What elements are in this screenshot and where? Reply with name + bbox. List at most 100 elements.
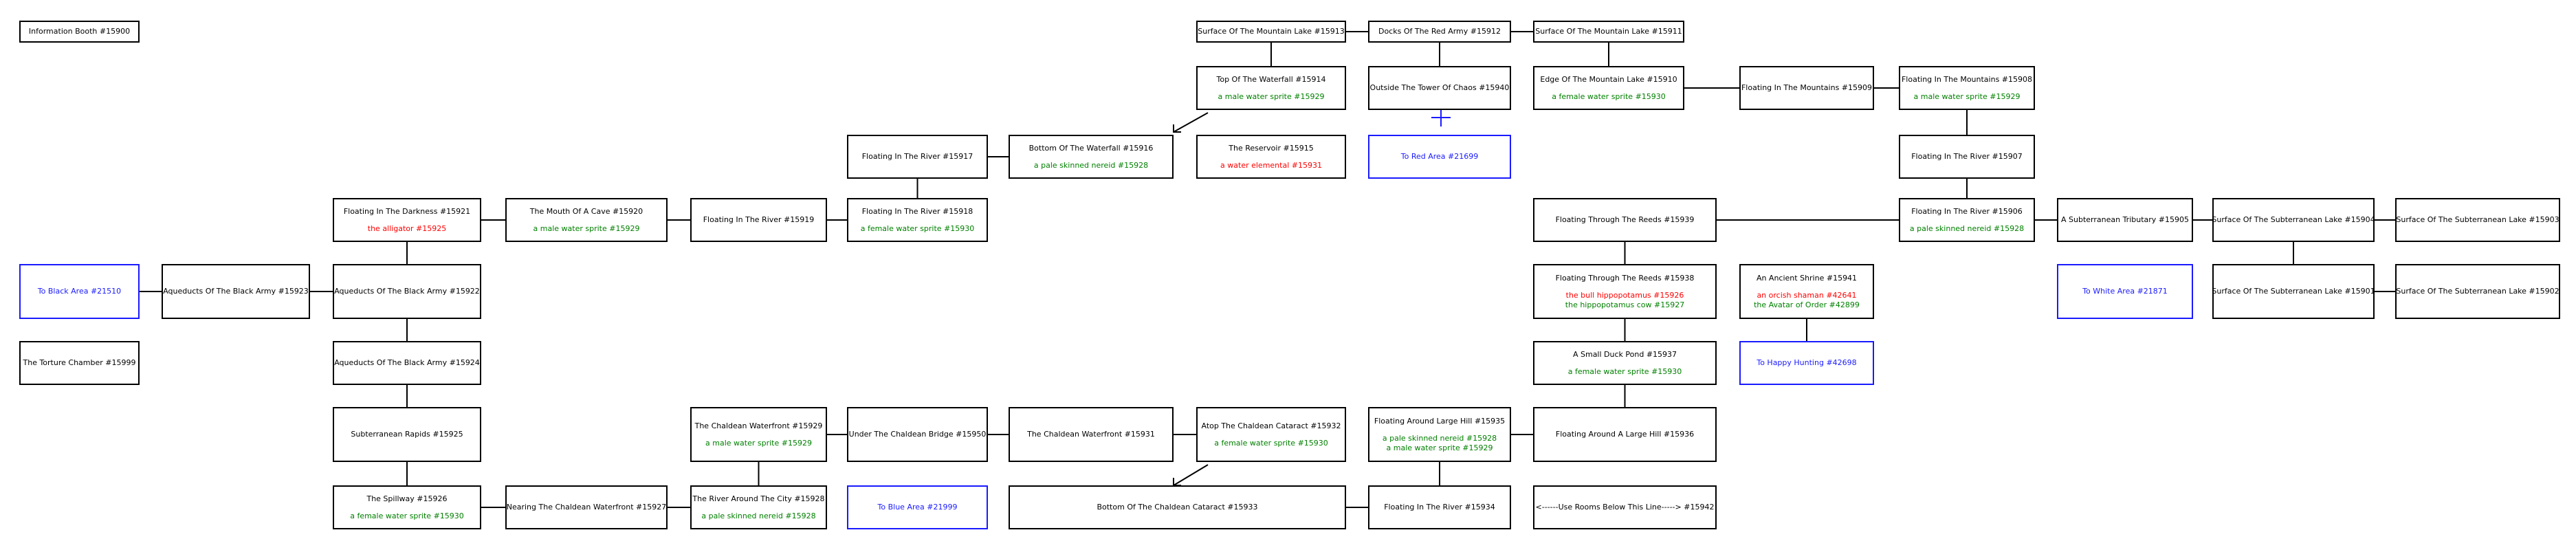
room-r15904[interactable]: Surface Of The Subterranean Lake #15904: [2212, 198, 2375, 242]
room-r15912[interactable]: Docks Of The Red Army #15912: [1368, 21, 1511, 43]
friendly-npc: a male water sprite #15929: [1913, 91, 2021, 101]
room-r15906[interactable]: Floating In The River #15906 a pale skinn…: [1899, 198, 2035, 242]
room-r15950[interactable]: Under The Chaldean Bridge #15950: [847, 407, 988, 462]
room-r15903[interactable]: Surface Of The Subterranean Lake #15903: [2395, 198, 2560, 242]
room-r15909[interactable]: Floating In The Mountains #15909: [1739, 66, 1874, 110]
area-link-black21510[interactable]: To Black Area #21510: [19, 264, 140, 319]
room-r15919[interactable]: Floating In The River #15919: [690, 198, 827, 242]
room-name: Floating In The River #15918: [861, 206, 973, 216]
room-name: Surface Of The Subterranean Lake #15904: [2212, 215, 2375, 224]
room-npc-list: a female water sprite #15930: [861, 224, 975, 234]
room-name: Atop The Chaldean Cataract #15932: [1201, 421, 1341, 430]
room-r15907[interactable]: Floating In The River #15907: [1899, 135, 2035, 179]
room-name: Floating In The Mountains #15908: [1901, 74, 2033, 84]
room-r15911[interactable]: Surface Of The Mountain Lake #15911: [1533, 21, 1684, 43]
room-name: An Ancient Shrine #15941: [1756, 273, 1858, 283]
room-r15918[interactable]: Floating In The River #15918 a female wat…: [847, 198, 988, 242]
room-r15942[interactable]: <------Use Rooms Below This Line-----> #…: [1533, 485, 1717, 529]
friendly-npc: the Avatar of Order #42899: [1754, 300, 1860, 309]
room-name: Floating Around Large Hill #15935: [1374, 416, 1506, 426]
room-name: Floating Around A Large Hill #15936: [1555, 430, 1695, 439]
room-r15938[interactable]: Floating Through The Reeds #15938 the bul…: [1533, 264, 1717, 319]
room-npc-list: a male water sprite #15929: [1218, 92, 1325, 102]
friendly-npc: a male water sprite #15929: [1386, 443, 1493, 452]
area-link-white21871[interactable]: To White Area #21871: [2057, 264, 2193, 319]
room-r15934[interactable]: Floating In The River #15934: [1368, 485, 1511, 529]
room-npc-list: a male water sprite #15929: [533, 224, 640, 234]
room-name: Floating In The River #15906: [1911, 206, 2023, 216]
room-r15920[interactable]: The Mouth Of A Cave #15920 a male water s…: [505, 198, 668, 242]
area-link-red21699[interactable]: To Red Area #21699: [1368, 135, 1511, 179]
room-r15941[interactable]: An Ancient Shrine #15941 an orcish shaman…: [1739, 264, 1874, 319]
room-r15902[interactable]: Surface Of The Subterranean Lake #15902: [2395, 264, 2560, 319]
room-name: Surface Of The Subterranean Lake #15903: [2396, 215, 2560, 224]
area-link-hunting42698[interactable]: To Happy Hunting #42698: [1739, 341, 1874, 385]
room-name: The Mouth Of A Cave #15920: [529, 206, 643, 216]
room-npc-list: a male water sprite #15929: [1914, 92, 2021, 102]
hostile-npc: the bull hippopotamus #15926: [1565, 290, 1684, 300]
room-name: Floating Through The Reeds #15938: [1555, 273, 1695, 283]
room-r15939[interactable]: Floating Through The Reeds #15939: [1533, 198, 1717, 242]
room-name: Subterranean Rapids #15925: [351, 430, 463, 439]
room-r15933[interactable]: Bottom Of The Chaldean Cataract #15933: [1009, 485, 1346, 529]
room-name: Docks Of The Red Army #15912: [1378, 27, 1501, 36]
room-name: Under The Chaldean Bridge #15950: [848, 430, 987, 439]
room-r15900[interactable]: Information Booth #15900: [19, 21, 140, 43]
room-r15940[interactable]: Outside The Tower Of Chaos #15940: [1368, 66, 1511, 110]
hostile-npc: the alligator #15925: [367, 223, 447, 233]
room-r15937[interactable]: A Small Duck Pond #15937 a female water s…: [1533, 341, 1717, 385]
room-name: Top Of The Waterfall #15914: [1216, 74, 1326, 84]
room-r15931[interactable]: The Chaldean Waterfront #15931: [1009, 407, 1174, 462]
room-r15927[interactable]: Nearing The Chaldean Waterfront #15927: [505, 485, 668, 529]
room-r15924[interactable]: Aqueducts Of The Black Army #15924: [333, 341, 481, 385]
room-r15925[interactable]: Subterranean Rapids #15925: [333, 407, 481, 462]
room-r15901[interactable]: Surface Of The Subterranean Lake #15901: [2212, 264, 2375, 319]
room-r15921[interactable]: Floating In The Darkness #15921 the allig…: [333, 198, 481, 242]
room-name: Floating In The River #15907: [1911, 152, 2023, 161]
room-name: To Red Area #21699: [1400, 152, 1479, 161]
hostile-npc: an orcish shaman #42641: [1757, 290, 1857, 300]
room-name: The Chaldean Waterfront #15929: [694, 421, 823, 430]
room-name: To Blue Area #21999: [877, 503, 958, 512]
room-npc-list: a pale skinned nereid #15928: [1910, 224, 2024, 234]
room-r15936[interactable]: Floating Around A Large Hill #15936: [1533, 407, 1717, 462]
room-name: Nearing The Chaldean Waterfront #15927: [506, 503, 667, 512]
room-name: Floating In The River #15919: [703, 215, 815, 224]
room-r15917[interactable]: Floating In The River #15917: [847, 135, 988, 179]
room-r15908[interactable]: Floating In The Mountains #15908 a male w…: [1899, 66, 2035, 110]
room-r15923[interactable]: Aqueducts Of The Black Army #15923: [162, 264, 310, 319]
room-name: The Torture Chamber #15999: [23, 358, 136, 367]
room-r15929[interactable]: The Chaldean Waterfront #15929 a male wat…: [690, 407, 827, 462]
room-name: Information Booth #15900: [28, 27, 131, 36]
one-way-arrow-waterfall: [1173, 112, 1209, 133]
room-name: To White Area #21871: [2082, 287, 2168, 296]
room-name: Aqueducts Of The Black Army #15922: [334, 287, 480, 296]
room-name: A Small Duck Pond #15937: [1572, 349, 1677, 359]
room-r15914[interactable]: Top Of The Waterfall #15914 a male water …: [1196, 66, 1346, 110]
room-r15905[interactable]: A Subterranean Tributary #15905: [2057, 198, 2193, 242]
room-name: Floating In The Darkness #15921: [343, 206, 471, 216]
room-npc-list: a female water sprite #15930: [1568, 367, 1682, 377]
room-r15922[interactable]: Aqueducts Of The Black Army #15922: [333, 264, 481, 319]
friendly-npc: a male water sprite #15929: [705, 438, 812, 448]
room-name: A Subterranean Tributary #15905: [2060, 215, 2189, 224]
room-name: Floating In The Mountains #15909: [1741, 83, 1873, 92]
hostile-npc: a water elemental #15931: [1220, 160, 1322, 170]
room-r15913[interactable]: Surface Of The Mountain Lake #15913: [1196, 21, 1346, 43]
room-name: Floating In The River #15934: [1384, 503, 1495, 512]
room-r15935[interactable]: Floating Around Large Hill #15935 a pale …: [1368, 407, 1511, 462]
friendly-npc: a female water sprite #15930: [1567, 366, 1682, 376]
area-link-blue21999[interactable]: To Blue Area #21999: [847, 485, 988, 529]
room-r15999[interactable]: The Torture Chamber #15999: [19, 341, 140, 385]
friendly-npc: the hippopotamus cow #15927: [1565, 300, 1685, 309]
